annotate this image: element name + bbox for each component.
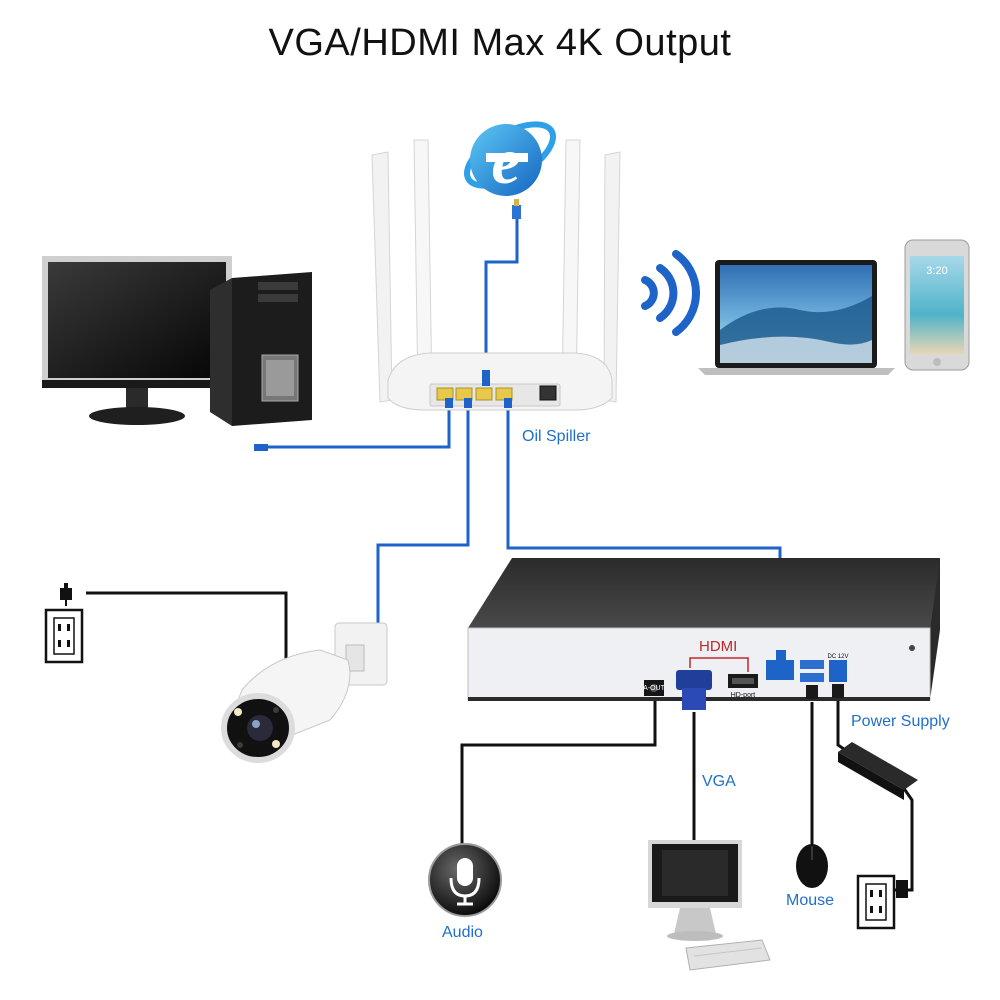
smartphone: 3:20 [904,239,970,371]
cable-router-to-pc [265,402,451,449]
bullet-camera [221,622,388,763]
vga-monitor [648,840,771,971]
cable-camera-power [86,591,288,662]
diagram-title: VGA/HDMI Max 4K Output [268,22,732,64]
wall-outlet-nvr [856,874,908,930]
cable-router-to-camera [376,402,470,628]
audio-label: Audio [442,924,483,941]
vga-label: VGA [702,773,736,790]
cable-router-to-internet [484,218,519,375]
router-label: Oil Spiller [522,428,591,445]
router [371,139,621,411]
svg-text:e: e [491,125,520,198]
power-adapter [838,742,918,800]
hdmi-label: HDMI [699,638,738,655]
microphone-icon [428,843,502,917]
nvr-recorder [467,558,940,710]
mouse-label: Mouse [786,892,835,909]
power-supply-label: Power Supply [851,713,950,730]
mouse-device [796,844,828,888]
laptop [698,260,895,375]
port-label-dc: DC 12V [827,654,848,660]
port-label-audio: A-OUT [643,685,666,692]
port-label-hdmi: HD-port [731,692,756,699]
phone-time: 3:20 [926,265,947,277]
wifi-icon [641,250,701,336]
desktop-computer [42,256,312,451]
internet-explorer-icon: e [464,121,556,219]
wall-outlet-camera [44,583,84,664]
cable-audio [460,698,657,845]
